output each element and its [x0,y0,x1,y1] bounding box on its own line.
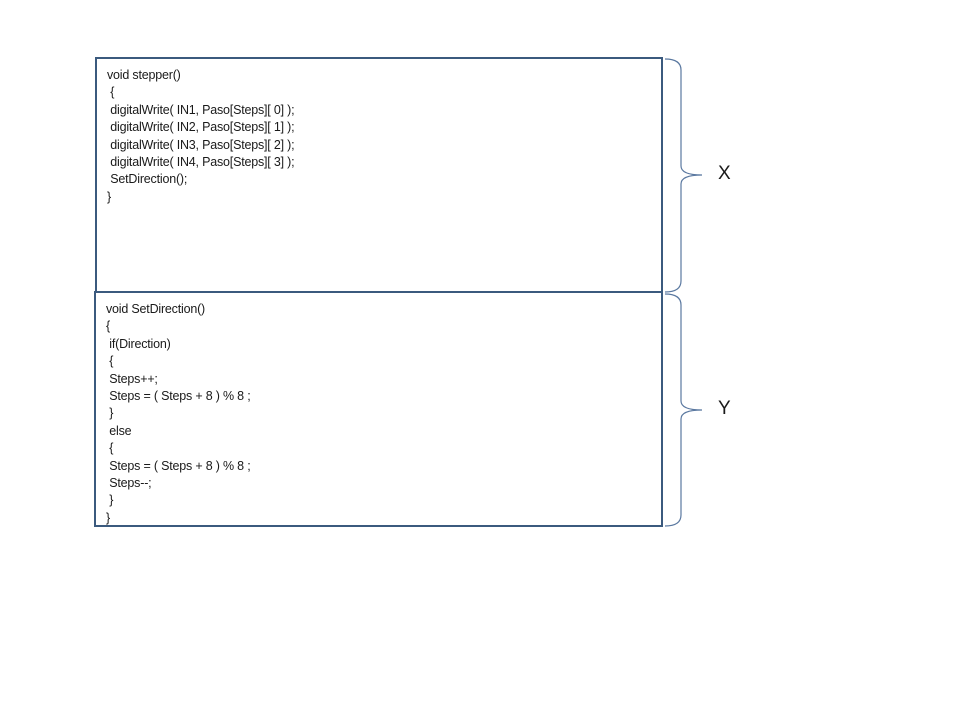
code-line: Steps--; [106,476,152,491]
code-line: Steps = ( Steps + 8 ) % 8 ; [106,389,251,404]
code-line: SetDirection(); [107,172,188,187]
label-x: X [718,163,731,184]
brace-y [664,293,703,527]
code-lines-set-direction: void SetDirection() { if(Direction) { Ste… [106,301,251,527]
code-line: { [107,85,115,100]
code-block-set-direction: void SetDirection() { if(Direction) { Ste… [94,291,663,527]
code-line: Steps = ( Steps + 8 ) % 8 ; [106,458,251,473]
code-line: else [106,423,132,438]
label-y: Y [718,398,731,419]
code-line: { [106,354,114,369]
code-line: } [106,510,110,525]
code-line: } [106,406,114,421]
code-line: void stepper() [107,68,181,82]
brace-x [664,58,703,293]
code-line: digitalWrite( IN2, Paso[Steps][ 1] ); [107,120,295,135]
code-line: if(Direction) [106,336,171,351]
code-line: void SetDirection() [106,302,206,316]
code-block-stepper: void stepper() { digitalWrite( IN1, Paso… [95,57,663,293]
code-lines-stepper: void stepper() { digitalWrite( IN1, Paso… [107,67,295,206]
code-line: } [106,493,114,508]
code-line: digitalWrite( IN1, Paso[Steps][ 0] ); [107,102,295,117]
code-line: digitalWrite( IN3, Paso[Steps][ 2] ); [107,137,295,152]
code-line: Steps++; [106,371,158,386]
code-line: digitalWrite( IN4, Paso[Steps][ 3] ); [107,155,295,170]
code-line: { [106,319,110,334]
code-line: } [107,189,111,204]
code-line: { [106,441,114,456]
